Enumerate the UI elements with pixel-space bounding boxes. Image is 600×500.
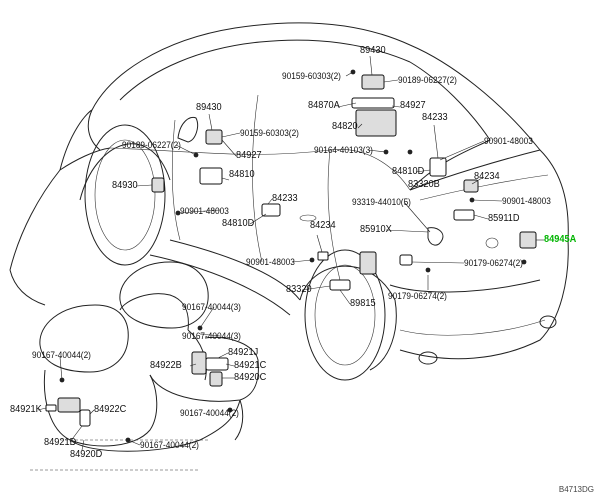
label-90167-c: 90167-40044(2): [32, 350, 91, 360]
label-90901-right-1: 90901-48003: [484, 136, 533, 146]
label-84922C: 84922C: [94, 404, 127, 415]
component-parts: [45, 69, 537, 443]
label-83320B: 83320B: [408, 179, 440, 190]
label-90167-a: 90167-40044(3): [182, 302, 241, 312]
drawing-code: B4713DG: [558, 485, 594, 494]
label-84810D-left: 84810D: [222, 218, 255, 229]
label-84233-right: 84233: [422, 112, 448, 123]
label-84921C-right: 84921C: [234, 360, 267, 371]
label-84810D-right: 84810D: [392, 166, 425, 177]
label-83320: 83320: [286, 284, 312, 295]
label-84820: 84820: [332, 121, 358, 132]
label-84920D: 84920D: [70, 449, 103, 460]
label-84927-left: 84927: [236, 150, 262, 161]
label-84920C: 84920C: [234, 372, 267, 383]
label-90901-middle: 90901-48003: [246, 257, 295, 267]
label-84921J: 84921J: [228, 347, 259, 358]
label-90167-b: 90167-40044(3): [182, 331, 241, 341]
label-84930: 84930: [112, 180, 138, 191]
label-84233-middle: 84233: [272, 193, 298, 204]
label-84921D: 84921D: [44, 437, 77, 448]
label-89815: 89815: [350, 298, 376, 309]
label-90164: 90164-40103(3): [314, 145, 373, 155]
label-84922B: 84922B: [150, 360, 182, 371]
label-90901-right-2: 90901-48003: [502, 196, 551, 206]
seat-outline: [30, 261, 259, 471]
label-90167-d: 90167-40044(2): [180, 408, 239, 418]
label-84234-right: 84234: [474, 171, 500, 182]
label-93319: 93319-44010(5): [352, 197, 411, 207]
label-89430-left: 89430: [196, 102, 222, 113]
label-90189-left: 90189-06227(2): [122, 140, 181, 150]
car-body-outline: [9, 22, 569, 381]
label-90167-e: 90167-40044(2): [140, 440, 199, 450]
label-90179-right-2: 90179-06274(2): [388, 291, 447, 301]
label-90189-top: 90189-06227(2): [398, 75, 457, 85]
label-85910X: 85910X: [360, 224, 392, 235]
label-90179-right-1: 90179-06274(2): [464, 258, 523, 268]
label-84870A: 84870A: [308, 100, 340, 111]
label-84945A-highlighted[interactable]: 84945A: [544, 234, 577, 245]
label-85911D: 85911D: [488, 213, 520, 224]
label-90159-top: 90159-60303(2): [282, 71, 341, 81]
label-84921K: 84921K: [10, 404, 42, 415]
label-90159-left: 90159-60303(2): [240, 128, 299, 138]
label-90901-left: 90901-48003: [180, 206, 229, 216]
leader-lines: [37, 55, 544, 451]
label-84810-left: 84810: [229, 169, 255, 180]
label-84234-middle: 84234: [310, 220, 336, 231]
label-89430-top: 89430: [360, 45, 386, 56]
label-84927-right: 84927: [400, 100, 426, 111]
